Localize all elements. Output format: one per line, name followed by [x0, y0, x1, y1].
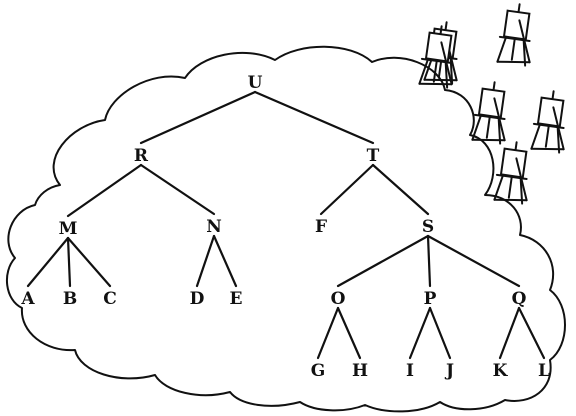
edge-u-t — [253, 90, 375, 145]
easel-icon — [493, 141, 528, 205]
node-u: U — [248, 73, 263, 93]
node-s: S — [422, 217, 434, 237]
easel-icon — [471, 81, 506, 145]
edge-o-g — [316, 306, 340, 360]
node-c: C — [103, 289, 117, 309]
edge-p-i — [408, 306, 432, 360]
easel-icon — [418, 25, 453, 89]
node-n: N — [206, 217, 222, 237]
node-k: K — [493, 361, 509, 381]
node-m: M — [59, 219, 78, 239]
tree-labels: U R T M N F S A B C D E O P Q G H I J K L — [20, 73, 550, 381]
edge-r-n — [139, 163, 216, 216]
node-d: D — [190, 289, 205, 309]
node-j: J — [444, 361, 454, 381]
edge-s-p — [426, 234, 432, 288]
edge-o-h — [336, 306, 362, 360]
easel-icon — [530, 90, 565, 154]
node-q: Q — [512, 289, 527, 309]
edge-p-j — [428, 306, 452, 360]
node-e: E — [230, 289, 243, 309]
node-g: G — [311, 361, 326, 381]
edge-s-o — [336, 234, 430, 288]
edge-u-r — [139, 90, 257, 145]
edge-m-b — [66, 236, 72, 288]
node-f: F — [315, 217, 327, 237]
edge-n-e — [212, 234, 238, 288]
easels-group — [418, 3, 565, 205]
edge-t-s — [371, 163, 430, 216]
node-o: O — [331, 289, 346, 309]
node-i: I — [406, 361, 414, 381]
edge-m-a — [26, 236, 70, 288]
node-h: H — [352, 361, 368, 381]
edge-q-l — [517, 306, 546, 360]
edge-n-d — [195, 234, 216, 288]
edge-r-m — [66, 163, 143, 218]
node-t: T — [367, 146, 380, 166]
edge-q-k — [498, 306, 521, 360]
easel-icon — [496, 3, 531, 67]
node-l: L — [538, 361, 550, 381]
edge-m-c — [66, 236, 112, 288]
node-r: R — [134, 146, 149, 166]
node-p: P — [424, 289, 437, 309]
node-b: B — [63, 289, 77, 309]
edge-t-f — [319, 163, 375, 216]
node-a: A — [20, 289, 35, 309]
tree-edges — [26, 90, 546, 360]
edge-s-q — [426, 234, 521, 288]
